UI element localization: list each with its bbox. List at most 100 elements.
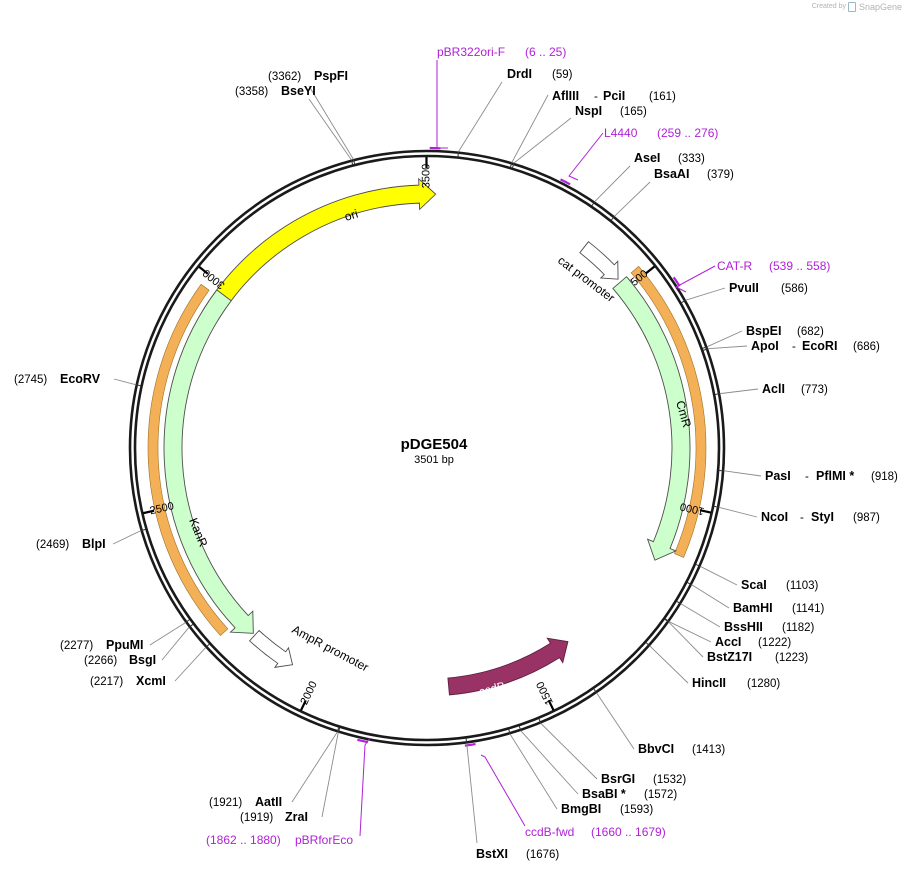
primer-L4440: L4440 (259 .. 276) bbox=[604, 126, 718, 140]
site-BstZ17I: BstZ17I (1223) bbox=[707, 650, 808, 664]
feature-arrow-CmR bbox=[612, 276, 691, 561]
primer-pBRforEco: (1862 .. 1880) pBRforEco bbox=[206, 833, 353, 847]
feature-arrow-AmpR-promoter bbox=[248, 629, 294, 668]
site-leader-PvuII bbox=[685, 287, 726, 301]
feature-arrow-ccdB bbox=[447, 637, 569, 696]
site-name-BsrGI: BsrGI bbox=[601, 772, 635, 786]
site-name-AseI: AseI bbox=[634, 151, 660, 165]
site-cut-AseI bbox=[591, 201, 596, 207]
tick-mark-1000 bbox=[699, 509, 711, 514]
site-cut-PspFI bbox=[352, 159, 356, 165]
site-pos-DrdI: (59) bbox=[552, 69, 573, 81]
site-name-DrdI: DrdI bbox=[507, 67, 532, 81]
primer-ccdB-fwd: ccdB-fwd (1660 .. 1679) bbox=[525, 825, 666, 839]
site-leader-BspEI bbox=[707, 330, 743, 348]
site-leader-BssHII bbox=[680, 603, 721, 628]
site-pos-XcmI: (2217) bbox=[90, 676, 123, 688]
site-BsaAI: BsaAI (379) bbox=[654, 167, 734, 181]
site-leader-ScaI bbox=[700, 566, 738, 586]
site-cut-BsrGI bbox=[538, 718, 542, 724]
site-leader-BstZ17I bbox=[668, 621, 704, 658]
tick-label-2000: 2000 bbox=[298, 680, 319, 707]
site-pos-BsaAI: (379) bbox=[707, 169, 734, 181]
site-leader-BsrGI bbox=[540, 723, 598, 780]
site-cut-AflIII bbox=[510, 162, 513, 168]
restriction-sites bbox=[112, 81, 762, 844]
site-ZraI: (1919) ZraI bbox=[240, 810, 308, 824]
site-sep-ApoI: - bbox=[792, 341, 796, 353]
site-cut-BsaAI bbox=[610, 216, 615, 221]
primer-name-ccdB-fwd: ccdB-fwd bbox=[525, 825, 574, 839]
site-name-PasI: PasI bbox=[765, 469, 791, 483]
site-cut-BsgI bbox=[188, 623, 194, 628]
site-name-BspEI: BspEI bbox=[746, 324, 781, 338]
site-name-StyI: StyI bbox=[811, 510, 834, 524]
site-pos-AccI: (1222) bbox=[758, 637, 791, 649]
site-name-XcmI: XcmI bbox=[136, 674, 166, 688]
primer-mark-CAT-R bbox=[672, 276, 681, 287]
site-leader-AccI bbox=[668, 621, 712, 643]
primer-mark-ccdB-fwd bbox=[464, 742, 476, 747]
tick-label-1000: 1000 bbox=[679, 500, 706, 517]
site-leader-BsgI bbox=[161, 627, 190, 661]
site-leader-PpuMI bbox=[149, 622, 186, 646]
site-name-NspI: NspI bbox=[575, 104, 602, 118]
tick-mark-2000 bbox=[300, 699, 307, 711]
feature-label-ori: ori bbox=[343, 207, 360, 224]
site-name-PvuII: PvuII bbox=[729, 281, 759, 295]
site-PvuII: PvuII (586) bbox=[729, 281, 808, 295]
site-pos-ApoI: (686) bbox=[853, 341, 880, 353]
site-name-BamHI: BamHI bbox=[733, 601, 773, 615]
site-BseYI: (3358) BseYI bbox=[235, 84, 316, 98]
site-name-EcoRI: EcoRI bbox=[802, 339, 837, 353]
site-leader-BsaAI bbox=[614, 181, 651, 217]
tick-mark-3000 bbox=[198, 266, 209, 275]
primer-leader-ccdB-fwd bbox=[480, 754, 526, 827]
site-leader-NspI bbox=[513, 117, 572, 164]
site-pos-AclI: (773) bbox=[801, 384, 828, 396]
site-BstXI: BstXI (1676) bbox=[476, 847, 559, 861]
site-BsaBI: BsaBI * (1572) bbox=[582, 787, 677, 801]
site-BssHII: BssHII (1182) bbox=[724, 620, 815, 634]
site-cut-NspI bbox=[512, 162, 515, 168]
site-pos-AflIII: (161) bbox=[649, 91, 676, 103]
site-cut-DrdI bbox=[457, 151, 459, 157]
feature-label-ccdB: ccdB bbox=[477, 679, 506, 699]
feature-highlights bbox=[147, 265, 707, 636]
site-name-PspFI: PspFI bbox=[314, 69, 348, 83]
site-leader-PspFI bbox=[308, 85, 354, 160]
site-sep-PasI: - bbox=[805, 471, 809, 483]
feature-arrows bbox=[163, 177, 691, 696]
site-name-BbvCI: BbvCI bbox=[638, 742, 674, 756]
site-DrdI: DrdI (59) bbox=[507, 67, 573, 81]
primer-range-pBR322ori-F: (6 .. 25) bbox=[525, 45, 566, 59]
site-BamHI: BamHI (1141) bbox=[733, 601, 825, 615]
site-pos-BspEI: (682) bbox=[797, 326, 824, 338]
site-leader-BbvCI bbox=[596, 692, 635, 750]
site-ApoI-EcoRI: ApoI - EcoRI (686) bbox=[751, 339, 880, 353]
site-cut-AclI bbox=[714, 393, 721, 396]
site-cut-BmgBI bbox=[508, 729, 511, 735]
site-name-AccI: AccI bbox=[715, 635, 741, 649]
tick-mark-1500 bbox=[547, 699, 555, 711]
highlight-band-1 bbox=[147, 283, 229, 636]
site-PpuMI: (2277) PpuMI bbox=[60, 638, 144, 652]
site-cut-BlpI bbox=[140, 528, 146, 532]
site-AflIII-PciI: AflIII - PciI (161) bbox=[552, 89, 676, 103]
site-pos-BssHII: (1182) bbox=[782, 622, 815, 634]
site-leader-ApoI bbox=[707, 345, 748, 350]
primer-leader-CAT-R bbox=[674, 265, 716, 293]
tick-mark-2500 bbox=[143, 509, 155, 515]
site-cut-BspEI bbox=[702, 346, 708, 349]
site-pos-BsgI: (2266) bbox=[84, 655, 117, 667]
site-PspFI: (3362) PspFI bbox=[268, 69, 348, 83]
site-pos-PspFI: (3362) bbox=[268, 71, 301, 83]
site-name-AflIII: AflIII bbox=[552, 89, 579, 103]
site-leader-AflIII bbox=[511, 94, 549, 163]
site-name-AatII: AatII bbox=[255, 795, 282, 809]
site-leader-BamHI bbox=[691, 584, 730, 609]
site-pos-BseYI: (3358) bbox=[235, 86, 268, 98]
site-PasI-PflMI: PasI - PflMI * (918) bbox=[765, 469, 898, 483]
site-leader-AclI bbox=[719, 388, 759, 395]
